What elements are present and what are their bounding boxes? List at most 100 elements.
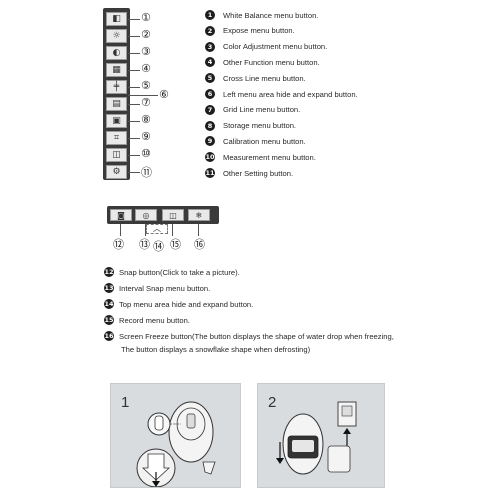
storage-button[interactable]: ▣ (106, 114, 127, 128)
legend-text: Record menu button. (119, 315, 190, 325)
callout-number: ⑬ (139, 238, 150, 251)
calibration-button[interactable]: ⌗ (106, 131, 127, 145)
callout-number: ④ (141, 62, 151, 75)
panel-number: 2 (268, 394, 277, 411)
leader-line (128, 95, 158, 96)
snap-icon: ◙ (117, 210, 125, 220)
legend-continuation: The button displays a snowflake shape wh… (121, 345, 311, 354)
top-menu-toggle-callout: ⑭ (153, 240, 164, 253)
callout-number: ⑩ (141, 147, 151, 160)
callout-number: ⑨ (141, 130, 151, 143)
number-badge: 5 (205, 73, 215, 84)
legend-text: Other Setting button. (223, 168, 294, 178)
number-badge: 14 (104, 299, 114, 309)
legend-item: 7 Grid Line menu button. (205, 104, 301, 115)
legend-text: Cross Line menu button. (223, 73, 306, 83)
leader-line (128, 53, 140, 54)
legend-text: Snap button(Click to take a picture). (119, 267, 240, 277)
legend-item: 4 Other Function menu button. (205, 57, 320, 68)
white-balance-icon: ◧ (112, 14, 121, 24)
expose-icon: ☼ (112, 31, 121, 41)
measurement-icon: ◫ (112, 150, 121, 160)
grid-line-icon: ▤ (112, 99, 121, 109)
other-function-button[interactable]: ▦ (106, 63, 127, 77)
leader-line (145, 224, 146, 236)
number-badge: 9 (205, 136, 215, 147)
leader-line (128, 155, 140, 156)
leader-line (128, 19, 140, 20)
leader-line (128, 104, 140, 105)
leader-line (128, 87, 140, 88)
legend-item: 11 Other Setting button. (205, 168, 293, 178)
legend-text: White Balance menu button. (223, 10, 319, 20)
calibration-icon: ⌗ (113, 133, 120, 143)
top-menu-toggle-button[interactable]: ︿ (146, 224, 168, 234)
callout-number: ② (141, 28, 151, 41)
callout-number: ⑤ (141, 79, 151, 92)
freeze-icon: ❄ (195, 210, 203, 220)
number-badge: 11 (205, 168, 215, 178)
legend-text: Interval Snap menu button. (119, 283, 211, 293)
leader-line (128, 70, 140, 71)
measurement-button[interactable]: ◫ (106, 148, 127, 162)
number-badge: 16 (104, 331, 114, 341)
panel-number: 1 (121, 394, 130, 411)
legend-item: 1 White Balance menu button. (205, 10, 318, 20)
snap-button[interactable]: ◙ (110, 209, 132, 221)
mouse-bottom-illustration (136, 401, 216, 487)
interval-snap-icon: ◎ (142, 210, 150, 220)
number-badge: 13 (104, 283, 114, 293)
callout-number: ⑪ (141, 166, 152, 179)
callout-number: ⑦ (141, 96, 151, 109)
other-function-icon: ▦ (112, 65, 121, 75)
install-panel-1: 1 (110, 383, 241, 488)
callout-number: ⑯ (194, 238, 205, 251)
number-badge: 6 (205, 89, 215, 99)
other-setting-icon: ⚙ (112, 167, 121, 177)
grid-line-button[interactable]: ▤ (106, 97, 127, 111)
record-icon: ◫ (169, 210, 177, 220)
legend-item: 8 Storage menu button. (205, 120, 297, 131)
legend-item: 5 Cross Line menu button. (205, 73, 306, 84)
legend-item: 10 Measurement menu button. (205, 152, 316, 163)
callout-number: ⑫ (113, 238, 124, 251)
legend-text: Measurement menu button. (223, 152, 316, 162)
white-balance-button[interactable]: ◧ (106, 12, 127, 26)
interval-snap-button[interactable]: ◎ (135, 209, 157, 221)
callout-number: ① (141, 11, 151, 24)
record-button[interactable]: ◫ (162, 209, 184, 221)
color-adjust-icon: ◐ (112, 48, 121, 58)
legend-text: Other Function menu button. (223, 57, 320, 67)
legend-text: Grid Line menu button. (223, 105, 301, 115)
number-badge: 8 (205, 120, 215, 131)
other-setting-button[interactable]: ⚙ (106, 165, 127, 179)
legend-text: Storage menu button. (223, 121, 297, 131)
color-adjust-button[interactable]: ◐ (106, 46, 127, 60)
number-badge: 12 (104, 267, 114, 277)
mouse-battery-illustration (276, 401, 357, 475)
cross-line-button[interactable]: ╪ (106, 80, 127, 94)
callout-number: ③ (141, 45, 151, 58)
number-badge: 4 (205, 57, 215, 68)
leader-line (198, 224, 199, 236)
chevron-up-icon: ︿ (153, 224, 161, 233)
callout-number: ⑮ (170, 238, 181, 251)
number-badge: 7 (205, 104, 215, 115)
install-panel-2: 2 (257, 383, 385, 488)
legend-item: 12 Snap button(Click to take a picture). (104, 267, 240, 277)
number-badge: 10 (205, 152, 215, 163)
number-badge: 3 (205, 41, 215, 52)
leader-line (128, 36, 140, 37)
expose-button[interactable]: ☼ (106, 29, 127, 43)
freeze-button[interactable]: ❄ (188, 209, 210, 221)
legend-text: Left menu area hide and expand button. (223, 89, 358, 99)
leader-line (128, 172, 140, 173)
legend-text: Top menu area hide and expand button. (119, 299, 254, 309)
number-badge: 1 (205, 10, 215, 20)
left-menu-toggle-callout: ⑥ (159, 88, 169, 101)
legend-item: 6 Left menu area hide and expand button. (205, 89, 358, 99)
leader-line (172, 224, 173, 236)
callout-number: ⑧ (141, 113, 151, 126)
storage-icon: ▣ (112, 116, 121, 126)
